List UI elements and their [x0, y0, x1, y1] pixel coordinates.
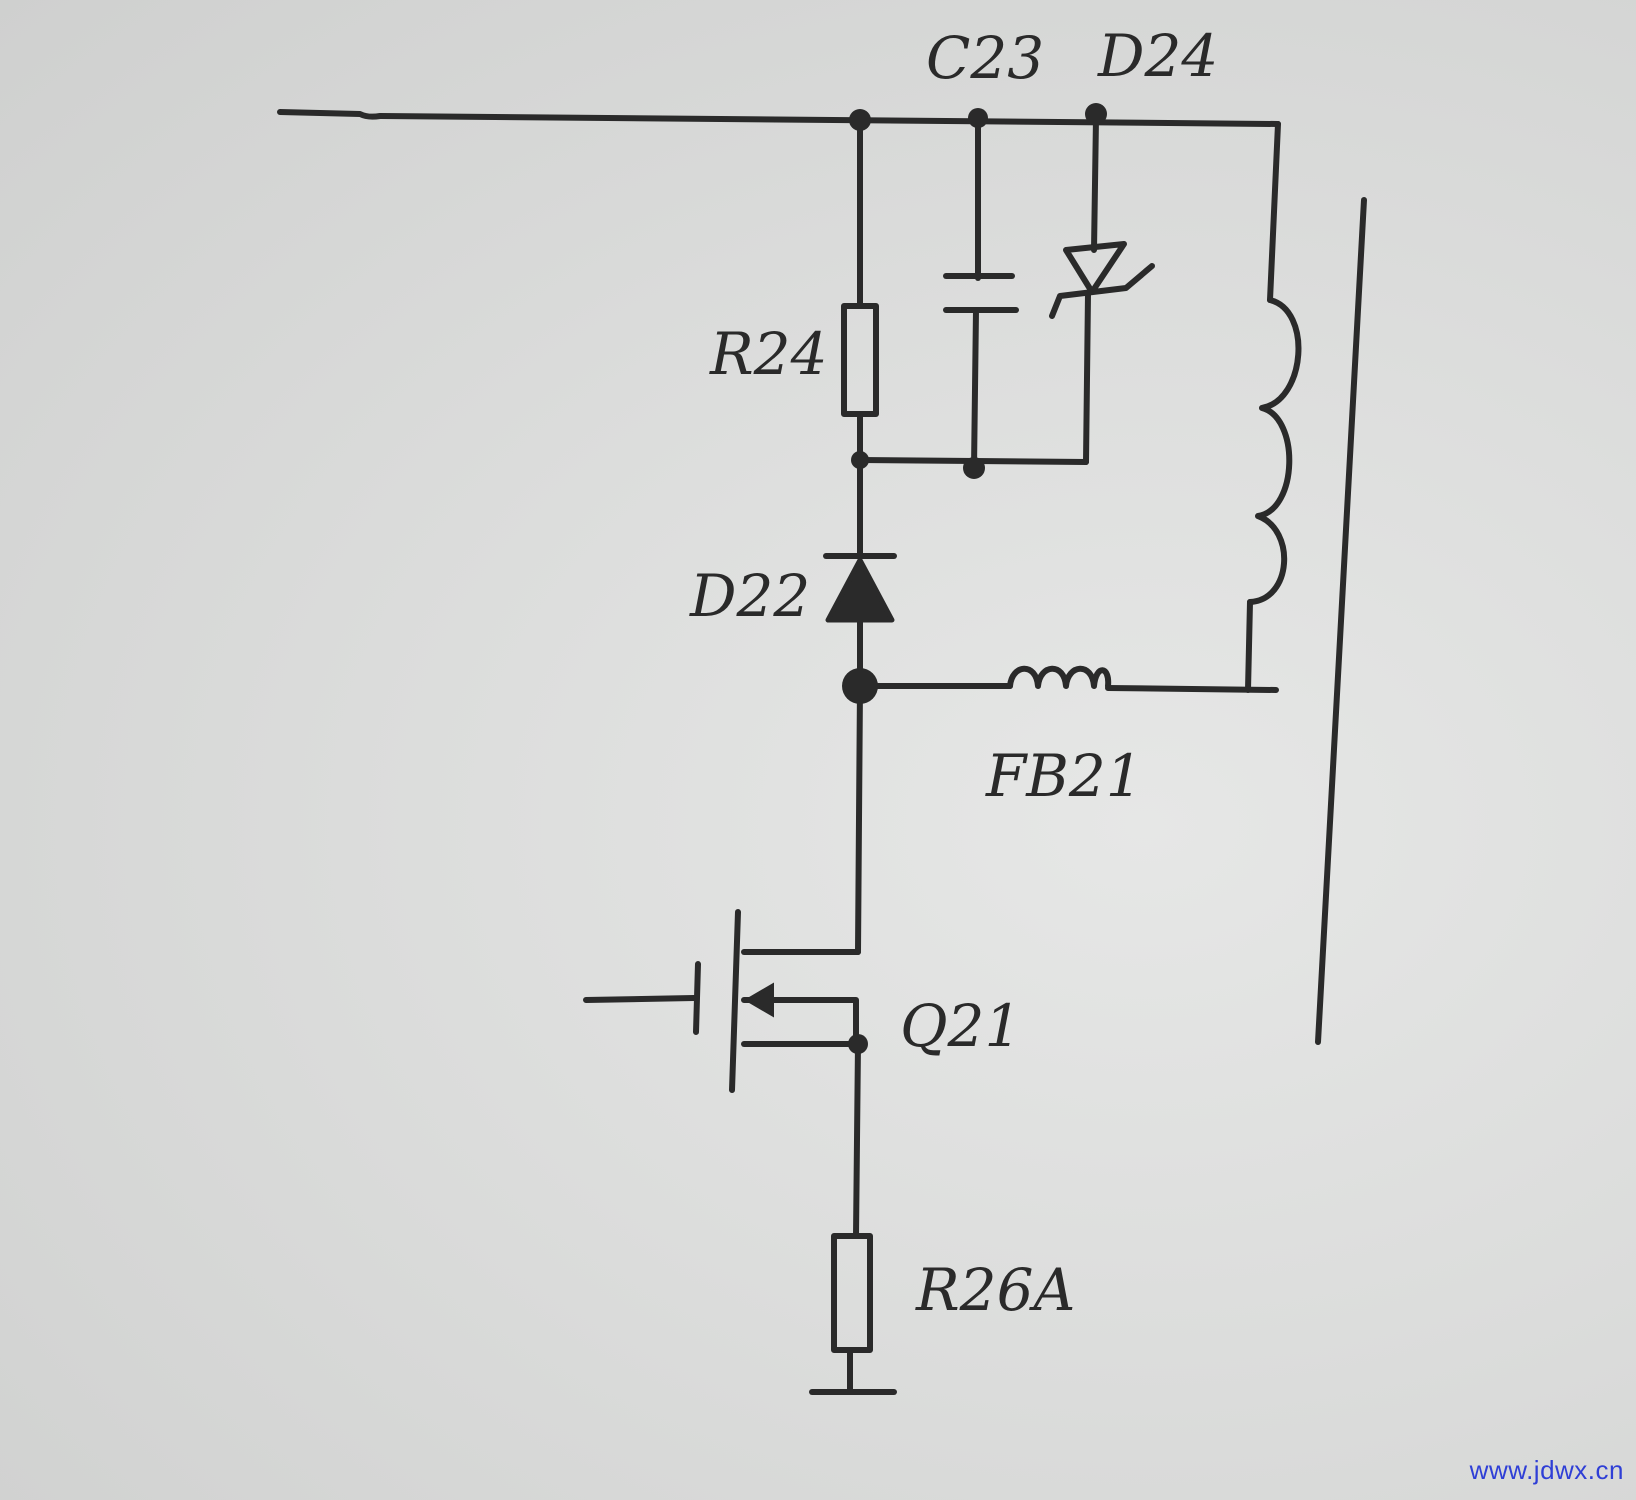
- label-d22: D22: [689, 562, 810, 630]
- junction-drain: [842, 668, 878, 704]
- d22-diode-triangle: [825, 557, 895, 623]
- d24-lead-bottom: [1083, 291, 1091, 465]
- site-watermark: www.jdwx.cn: [1469, 1455, 1624, 1485]
- winding-coil: [1247, 297, 1302, 605]
- source-lead: [853, 1041, 861, 1239]
- label-fb21: FB21: [985, 742, 1143, 810]
- junction-r24-bottom: [851, 451, 869, 469]
- transformer-winding: [1245, 121, 1302, 693]
- r24-resistor: [841, 303, 879, 417]
- q21-source-connect: [741, 997, 859, 1043]
- d22-branch: [823, 457, 897, 687]
- d24-zener-triangle: [1063, 241, 1127, 295]
- d24-zener-bar: [1049, 263, 1155, 319]
- q21-mosfet: [583, 909, 861, 1093]
- q21-gate-lead: [583, 995, 697, 1003]
- q21-arrow: [744, 982, 774, 1018]
- q21-channel: [729, 909, 741, 1093]
- d24-lead-top: [1091, 115, 1099, 253]
- junction-top-r24: [849, 109, 871, 131]
- r26a-branch: [809, 1233, 897, 1395]
- junction-top-d24: [1085, 103, 1107, 125]
- winding-lead-top: [1267, 121, 1281, 303]
- fb21-inductor: [1007, 665, 1112, 689]
- q21-gate-plate: [693, 961, 701, 1035]
- c23-lead-bottom: [971, 307, 979, 471]
- junction-source: [848, 1034, 868, 1054]
- transformer-core-line: [1315, 197, 1367, 1045]
- label-r26a: R26A: [915, 1256, 1075, 1324]
- label-r24: R24: [709, 320, 827, 388]
- junction-top-c23: [968, 108, 988, 128]
- drain-lead: [855, 683, 863, 955]
- c23-branch: [943, 115, 1019, 471]
- label-d24: D24: [1097, 22, 1218, 90]
- winding-lead-bottom: [1245, 599, 1253, 693]
- r24-branch: [841, 117, 879, 463]
- r26a-resistor: [831, 1233, 873, 1353]
- label-q21: Q21: [900, 992, 1021, 1060]
- top-rail-wire: [277, 109, 1281, 127]
- junction-c23-bottom: [963, 457, 985, 479]
- d24-branch: [1049, 115, 1155, 465]
- label-c23: C23: [926, 24, 1044, 92]
